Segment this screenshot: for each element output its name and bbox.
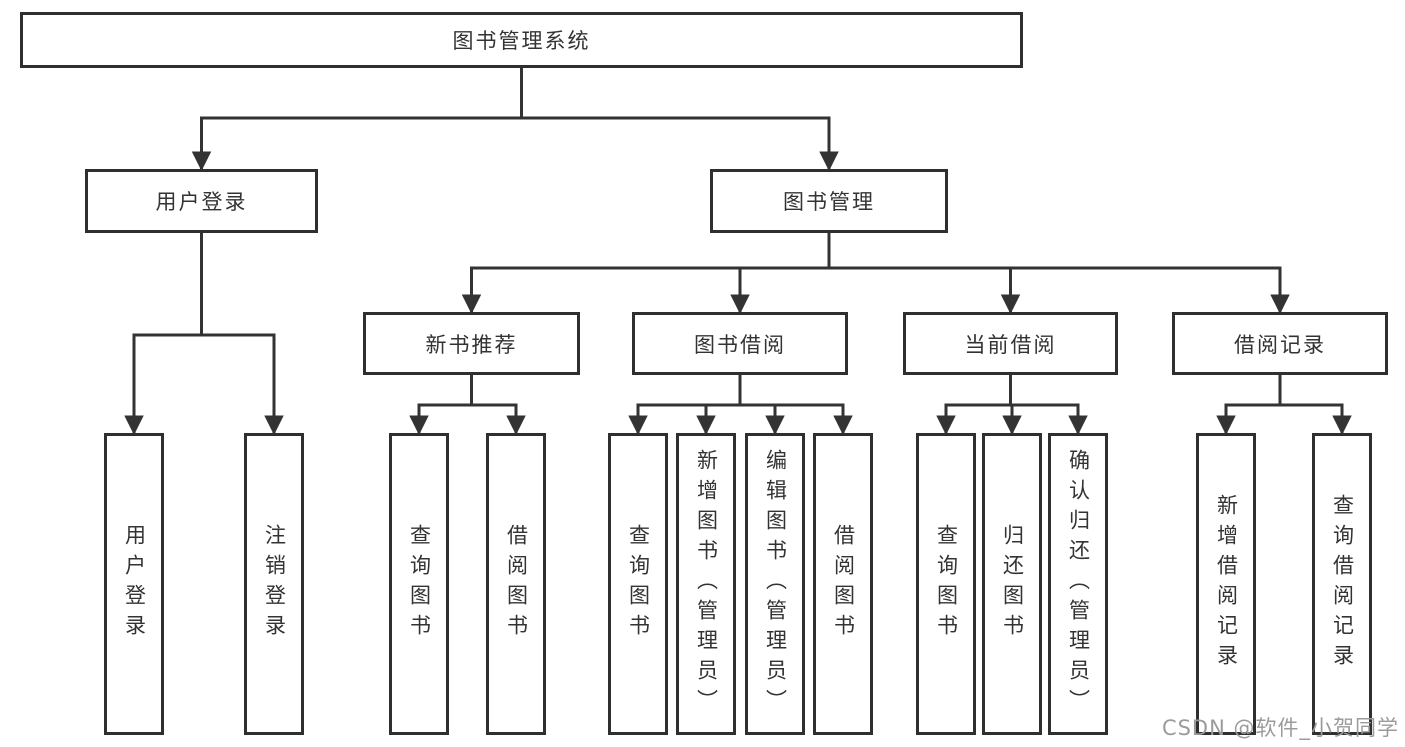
node-new-book-recommend: 新书推荐: [363, 312, 580, 375]
leaf-borrow-books-recommend: 借阅图书: [486, 433, 546, 735]
leaf-query-borrow-record: 查询借阅记录: [1312, 433, 1372, 735]
node-current-borrowing: 当前借阅: [903, 312, 1118, 375]
leaf-query-books-current: 查询图书: [916, 433, 976, 735]
node-user-login: 用户登录: [85, 169, 318, 233]
leaf-query-books-borrowing: 查询图书: [608, 433, 668, 735]
csdn-watermark: CSDN @软件_小贺同学: [1161, 716, 1399, 740]
node-library-management-system: 图书管理系统: [20, 12, 1023, 68]
leaf-confirm-return-admin: 确认归还（管理员）: [1048, 433, 1108, 735]
leaf-borrow-books-borrowing: 借阅图书: [813, 433, 873, 735]
leaf-add-book-admin: 新增图书（管理员）: [676, 433, 736, 735]
leaf-query-books-recommend: 查询图书: [389, 433, 449, 735]
leaf-add-borrow-record: 新增借阅记录: [1196, 433, 1256, 735]
node-book-management: 图书管理: [710, 169, 948, 233]
node-book-borrowing: 图书借阅: [632, 312, 848, 375]
connector-group: [124, 68, 1352, 435]
leaf-user-login: 用户登录: [104, 433, 164, 735]
leaf-logout: 注销登录: [244, 433, 304, 735]
leaf-return-books: 归还图书: [982, 433, 1042, 735]
leaf-edit-book-admin: 编辑图书（管理员）: [745, 433, 805, 735]
node-borrow-records: 借阅记录: [1172, 312, 1388, 375]
